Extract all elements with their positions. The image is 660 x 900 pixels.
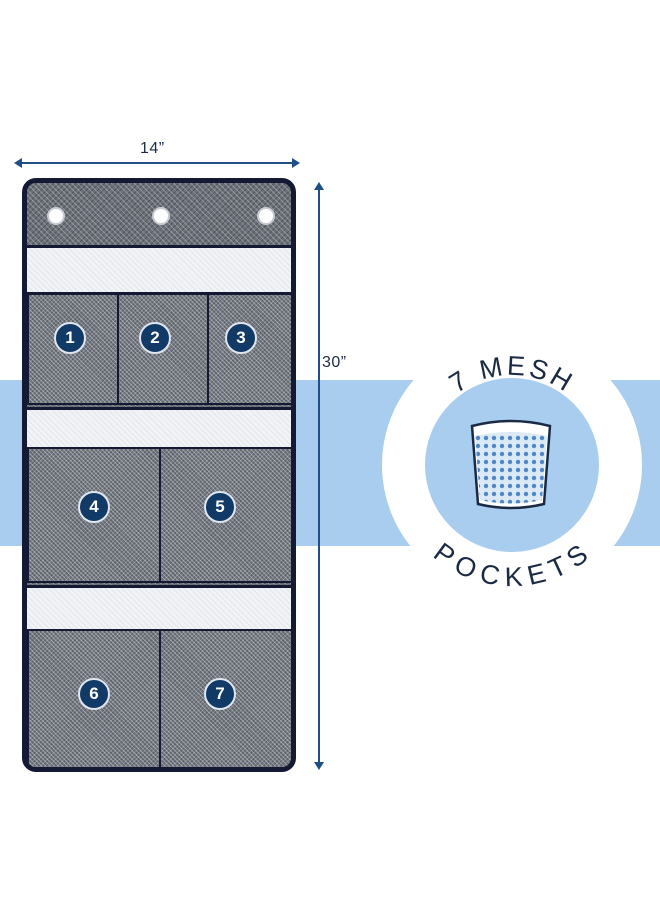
width-label: 14” (140, 140, 165, 157)
pocket-number-1: 1 (54, 322, 86, 354)
grommet (47, 207, 65, 225)
mesh-strip (27, 407, 291, 451)
pocket-number-2: 2 (139, 322, 171, 354)
svg-text:POCKETS: POCKETS (428, 537, 596, 592)
pocket-4 (27, 447, 161, 583)
badge-line2: POCKETS (428, 537, 593, 592)
pocket-number-6: 6 (78, 678, 110, 710)
width-arrow (14, 158, 300, 168)
grommet (257, 207, 275, 225)
badge-line1: 7 MESH (444, 351, 577, 399)
mesh-pocket-icon (470, 419, 552, 510)
height-label: 30” (322, 354, 347, 371)
grommet (152, 207, 170, 225)
pocket-number-4: 4 (78, 491, 110, 523)
mesh-strip (27, 585, 291, 633)
pocket-number-5: 5 (204, 491, 236, 523)
hanging-organizer (22, 178, 296, 772)
pocket-7 (159, 629, 291, 767)
badge-arc-text: 7 MESH POCKETS (428, 351, 596, 593)
pocket-number-7: 7 (204, 678, 236, 710)
height-arrow (314, 182, 324, 770)
svg-text:7 MESH: 7 MESH (444, 351, 580, 399)
mesh-strip (27, 245, 291, 295)
pocket-number-3: 3 (225, 322, 257, 354)
